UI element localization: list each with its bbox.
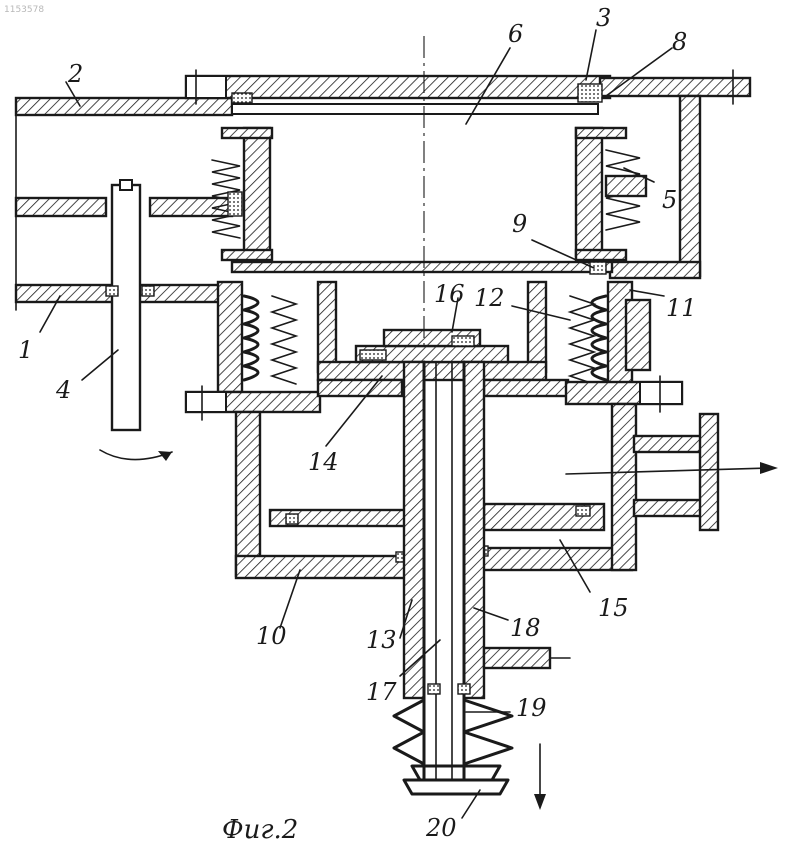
label-13: 13	[366, 626, 397, 654]
label-11: 11	[666, 294, 697, 322]
motion-arrow	[534, 744, 546, 810]
label-9: 9	[512, 210, 527, 238]
drive-shaft-4	[100, 180, 172, 461]
central-shaft	[404, 362, 484, 780]
side-inlet	[484, 648, 570, 668]
outlet-flow-arrow	[760, 462, 778, 474]
label-4: 4	[55, 376, 71, 404]
label-19: 19	[516, 694, 547, 722]
label-3: 3	[596, 4, 611, 32]
label-5: 5	[662, 186, 677, 214]
spring-5	[606, 150, 646, 230]
bellows-19	[394, 700, 512, 764]
label-8: 8	[672, 28, 687, 56]
label-12: 12	[474, 284, 505, 312]
label-17: 17	[366, 678, 397, 706]
label-10: 10	[256, 622, 287, 650]
figure-caption: Фиг.2	[222, 815, 298, 845]
label-14: 14	[308, 448, 339, 476]
bellows-right	[570, 296, 606, 384]
label-16: 16	[434, 280, 465, 308]
foot-20	[404, 766, 508, 794]
label-18: 18	[510, 614, 541, 642]
label-15: 15	[598, 594, 629, 622]
corner-mark: 1153578	[4, 5, 44, 15]
top-cover-plate-3	[186, 70, 750, 114]
label-20: 20	[425, 814, 457, 842]
bellows-left	[244, 296, 296, 384]
label-2: 2	[67, 60, 83, 88]
label-1: 1	[18, 336, 33, 364]
label-6: 6	[508, 20, 523, 48]
